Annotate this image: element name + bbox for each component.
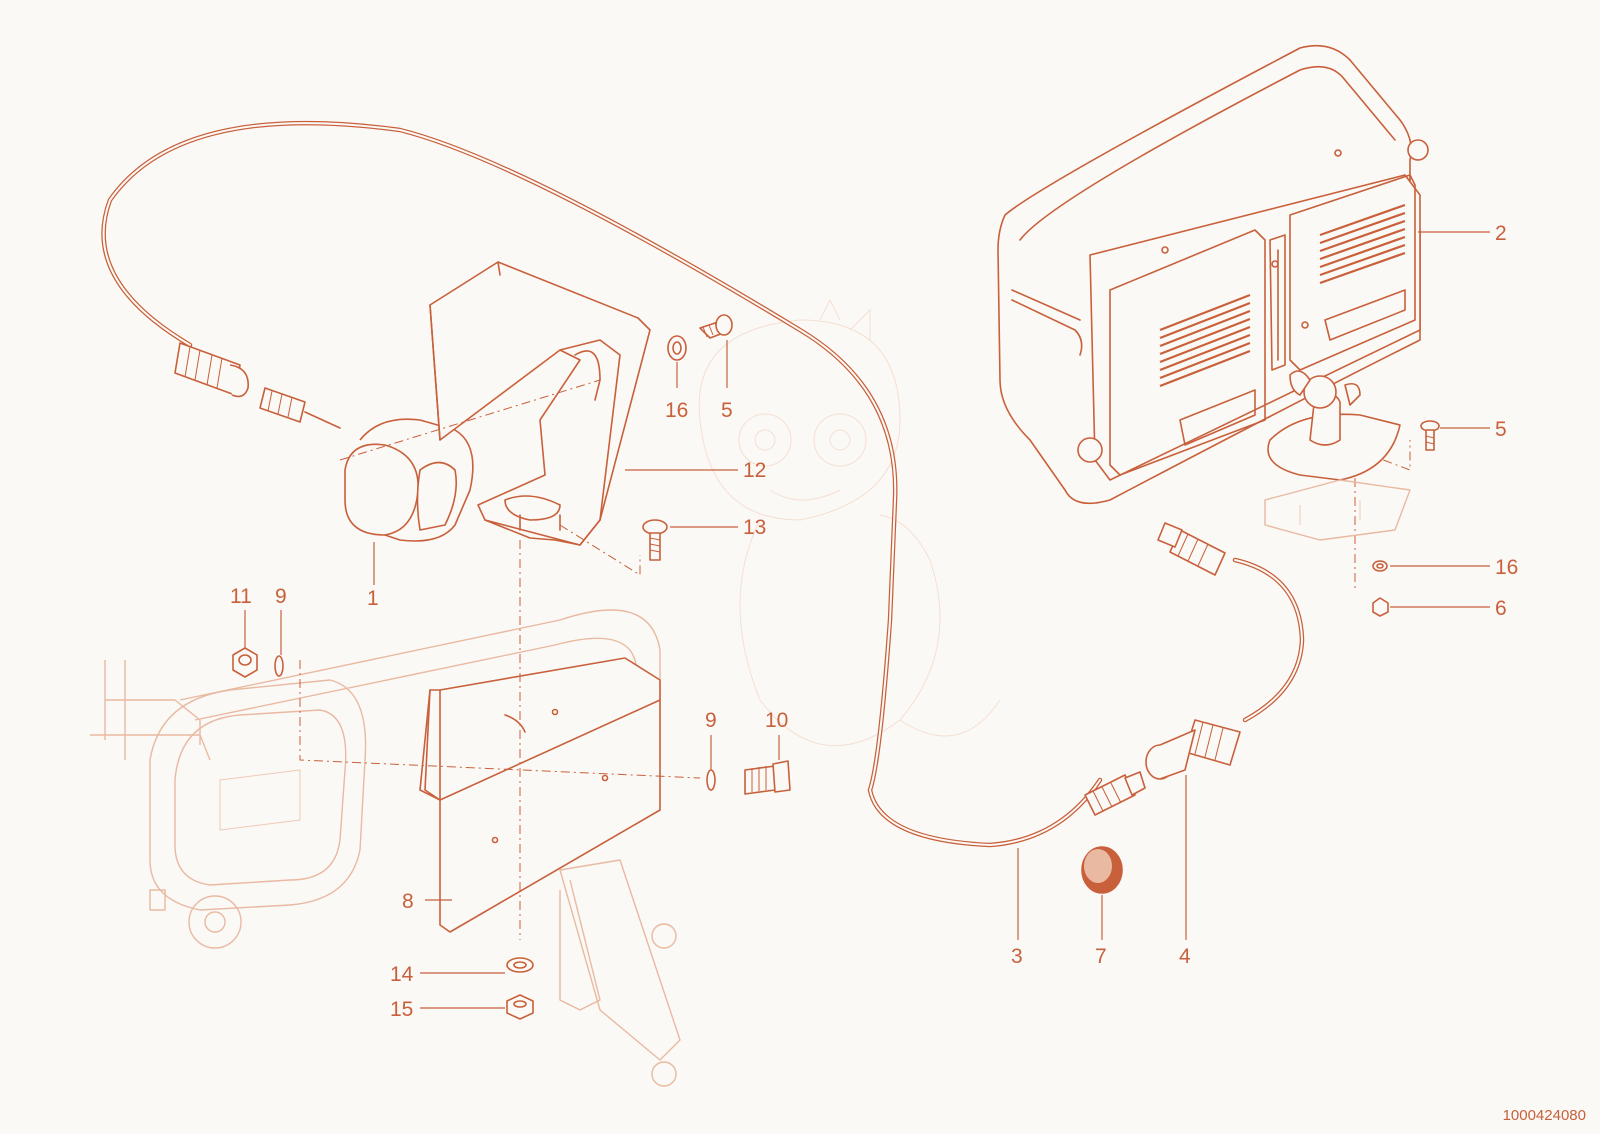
callout-5-right: 5	[1495, 418, 1507, 441]
ghost-machine-frame	[90, 609, 681, 1087]
callout-3: 3	[1011, 945, 1023, 968]
washer-9-right	[706, 769, 716, 791]
cable-4	[1145, 522, 1305, 780]
cap-7	[1081, 846, 1123, 894]
callout-5-top: 5	[721, 399, 733, 422]
screw-5-right	[1420, 420, 1440, 451]
bolt-10	[744, 760, 791, 795]
callout-16-right: 16	[1495, 556, 1518, 579]
callout-4: 4	[1179, 945, 1191, 968]
cable-connector-right	[1084, 771, 1146, 816]
ghost-mascot-watermark	[698, 298, 1001, 747]
callout-12: 12	[743, 459, 766, 482]
camera-1	[344, 418, 474, 542]
callout-labels: 1 2 3 4 5 5 6 7 8 9 9 10 11 12 13 14 15 …	[230, 222, 1586, 1124]
washer-9-left	[274, 655, 284, 677]
callout-1: 1	[367, 587, 379, 610]
camera-bracket-12	[429, 261, 651, 546]
monitor-grille-right	[1319, 203, 1406, 285]
callout-7: 7	[1095, 945, 1107, 968]
callout-9-right: 9	[705, 709, 717, 732]
callout-14: 14	[390, 963, 414, 986]
callout-10: 10	[765, 709, 788, 732]
nut-11	[232, 647, 258, 678]
nut-6	[1372, 597, 1389, 617]
callout-15: 15	[390, 998, 413, 1021]
monitor-grille-left	[1159, 293, 1251, 388]
callout-9-left: 9	[275, 585, 287, 608]
leader-lines	[244, 231, 1490, 1009]
nut-15	[506, 994, 534, 1020]
washer-14	[506, 957, 534, 973]
cable-connector-left	[174, 342, 341, 429]
monitor-mount	[1264, 370, 1411, 541]
callout-8: 8	[402, 890, 414, 913]
bracket-plate-8	[419, 657, 661, 933]
screw-5-top	[699, 314, 733, 339]
washer-16-right	[1372, 560, 1388, 572]
callout-6: 6	[1495, 597, 1507, 620]
cable-3	[101, 120, 1103, 848]
screw-13	[642, 519, 668, 561]
callout-2: 2	[1495, 222, 1507, 245]
document-id: 1000424080	[1503, 1107, 1586, 1124]
callout-16-top: 16	[665, 399, 688, 422]
callout-13: 13	[743, 516, 766, 539]
callout-11: 11	[230, 585, 252, 608]
washer-16-top	[667, 335, 687, 361]
